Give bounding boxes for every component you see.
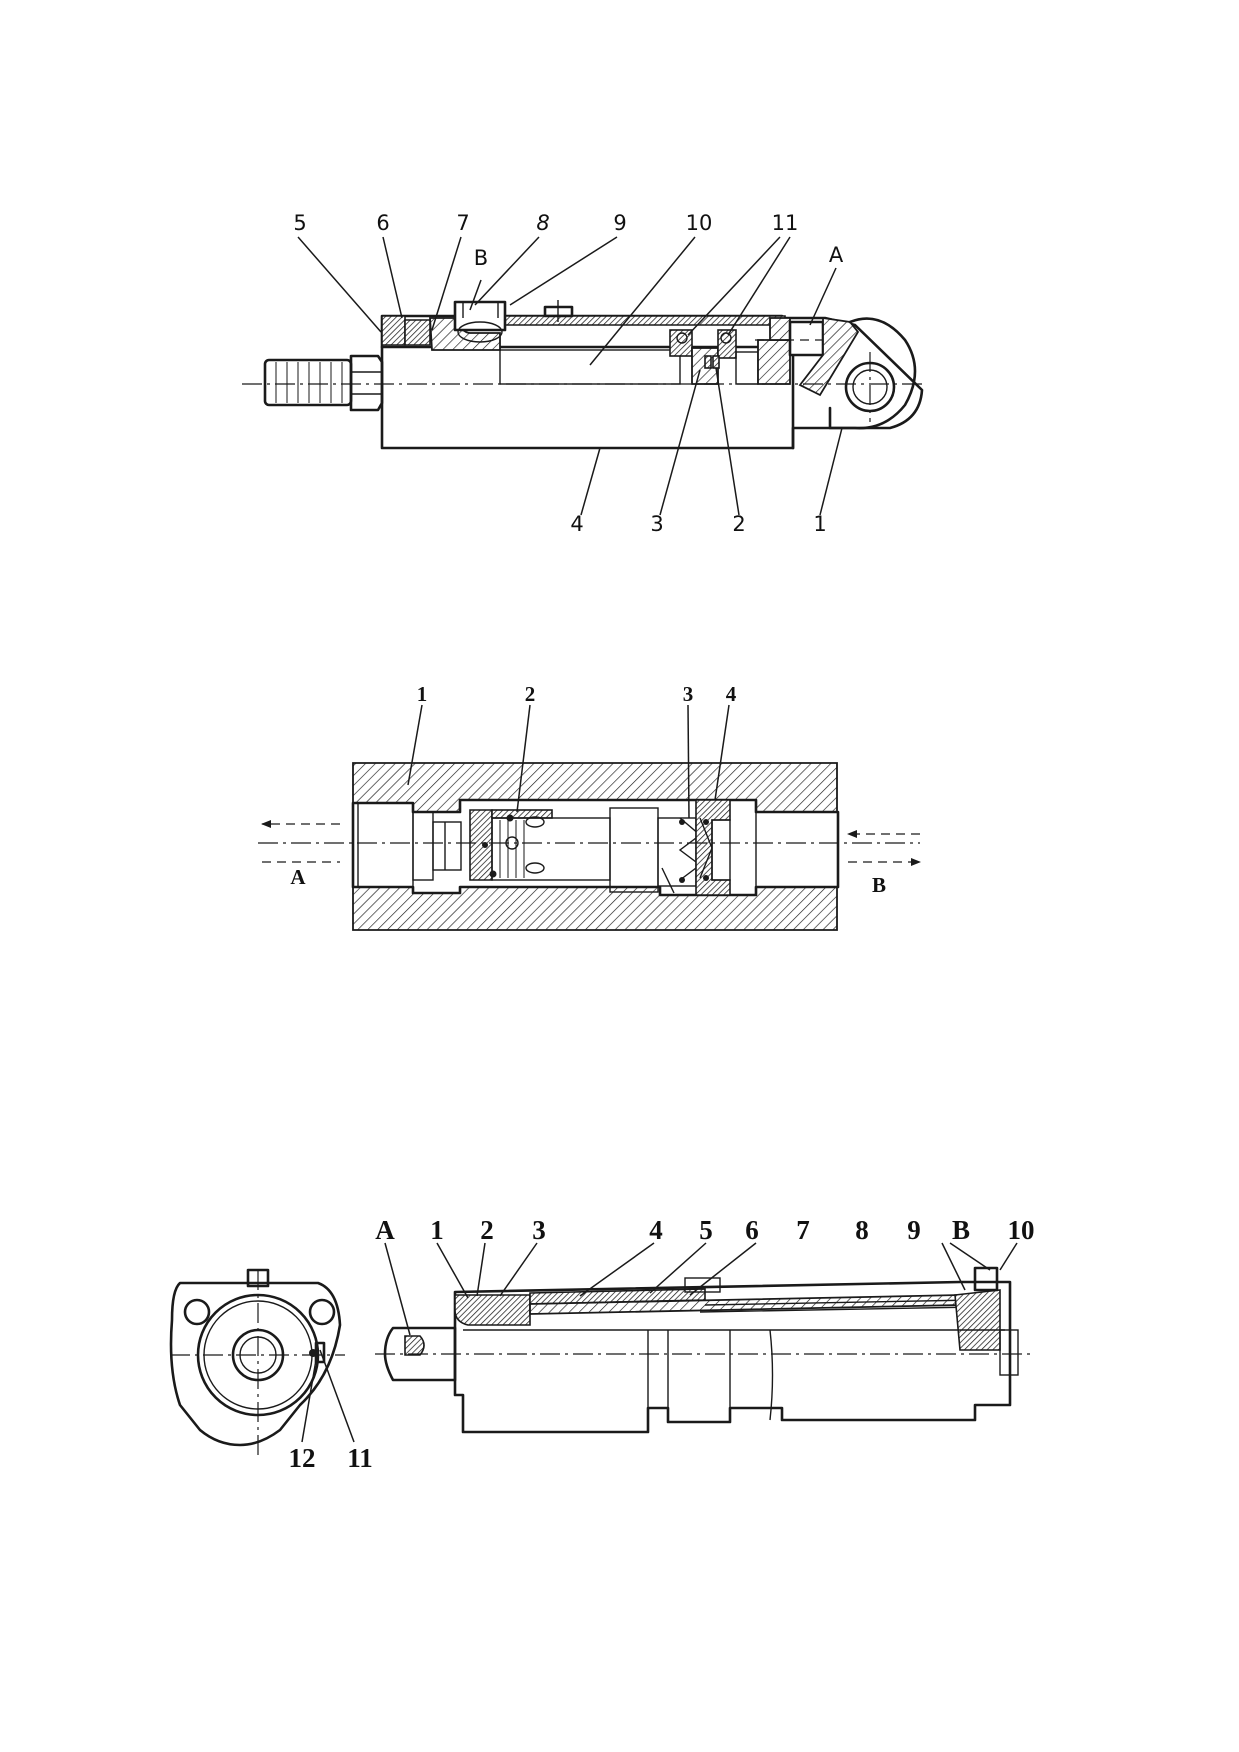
hex-nut	[349, 354, 384, 412]
piston-rod-10	[499, 349, 681, 385]
cylinder-section-view	[375, 1266, 1030, 1434]
tube-screw	[543, 305, 574, 318]
port-b-fitting	[973, 1266, 999, 1292]
spring-3	[678, 817, 702, 881]
fig3-label-4: 4	[649, 1215, 663, 1245]
figure-2-check-valve: 1 2 3 4 A B	[258, 682, 921, 931]
left-eye-end	[383, 1326, 457, 1382]
label-11: 11	[772, 211, 799, 235]
label-port-b: B	[474, 246, 488, 270]
seal-2	[704, 355, 712, 369]
fig2-label-3: 3	[683, 682, 694, 706]
label-8: 8	[536, 211, 549, 235]
label-6: 6	[376, 211, 389, 235]
label-port-a: A	[829, 243, 844, 267]
port-b-boss	[453, 300, 507, 332]
fig2-label-2: 2	[525, 682, 536, 706]
fig3-label-2: 2	[480, 1215, 494, 1245]
end-cap-section	[769, 317, 791, 341]
fig2-label-flow-a: A	[290, 865, 306, 889]
label-4: 4	[570, 512, 583, 536]
tube-wall-section	[499, 315, 786, 326]
fig3-label-11: 11	[347, 1443, 373, 1473]
rod-threaded-end	[263, 358, 353, 407]
head-gland-1-3	[454, 1294, 531, 1326]
label-2: 2	[732, 512, 745, 536]
label-3: 3	[650, 512, 663, 536]
port-a-boss	[788, 320, 825, 357]
poppet-cage-2	[469, 809, 493, 881]
fig3-label-7: 7	[796, 1215, 810, 1245]
label-10: 10	[686, 211, 713, 235]
fig2-label-4: 4	[726, 682, 737, 706]
fig3-label-12: 12	[289, 1443, 316, 1473]
fig2-label-1: 1	[417, 682, 428, 706]
figure-3-cylinder-assembly: A 1 2 3 4 5 6 7 8 9 B 10 12 11	[169, 1215, 1035, 1473]
label-9: 9	[613, 211, 626, 235]
flange-end-view	[169, 1268, 345, 1455]
figure-1-hydraulic-cylinder: 5 6 7 8 9 10 11 B A 4 3 2 1	[242, 211, 925, 536]
cylinder-tube-outline	[380, 314, 924, 450]
fig3-label-port-b: B	[952, 1215, 970, 1245]
label-1: 1	[813, 512, 826, 536]
fig3-label-3: 3	[532, 1215, 546, 1245]
label-7: 7	[456, 211, 469, 235]
fig3-label-8: 8	[855, 1215, 869, 1245]
fig2-label-flow-b: B	[872, 873, 886, 897]
clevis-eye	[828, 317, 917, 430]
gland-seal-5	[381, 315, 406, 346]
fig3-label-port-a: A	[375, 1215, 395, 1245]
valve-bore	[351, 798, 840, 897]
rear-cap-section	[954, 1289, 1001, 1351]
gland-seal-6	[404, 319, 431, 346]
fig3-label-1: 1	[430, 1215, 444, 1245]
piston-assembly	[669, 329, 791, 385]
label-5: 5	[293, 211, 306, 235]
fig3-label-9: 9	[907, 1215, 921, 1245]
fig3-label-5: 5	[699, 1215, 713, 1245]
fig3-label-10: 10	[1008, 1215, 1035, 1245]
fig3-label-6: 6	[745, 1215, 759, 1245]
